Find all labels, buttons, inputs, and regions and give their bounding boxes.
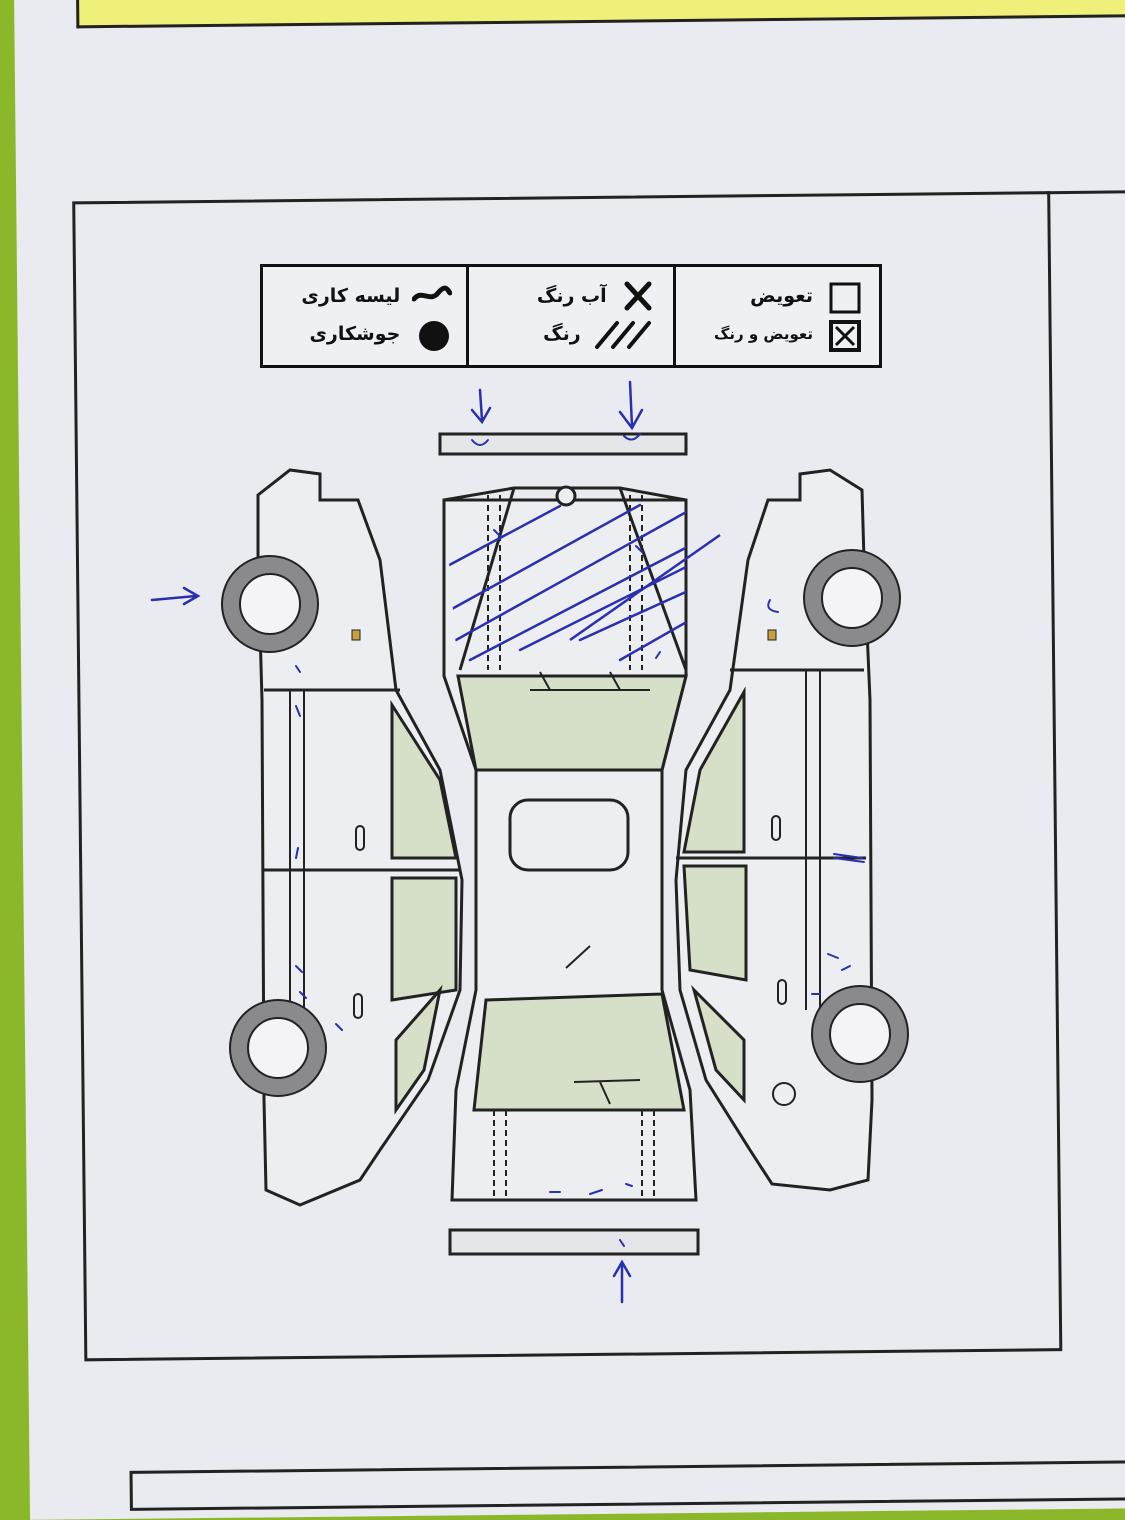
- legend-label: جوشکاری: [309, 323, 401, 345]
- right-rear-window: [682, 864, 748, 982]
- damage-legend: لیسه کاری جوشکاری آب رنگ رنگ تعو: [260, 264, 882, 368]
- left-quarter-window: [394, 984, 443, 1115]
- legend-label: لیسه کاری: [301, 285, 401, 307]
- x-mark-icon: [619, 281, 659, 311]
- right-rear-wheel: [811, 985, 909, 1083]
- legend-item-replace: تعویض: [750, 281, 865, 314]
- rear-bumper: [448, 1228, 700, 1256]
- legend-col-paint: آب رنگ رنگ: [466, 267, 672, 365]
- front-left-arrow: [470, 388, 492, 425]
- hatch-lines-icon: [593, 319, 659, 349]
- legend-item-replace-paint: تعویض و رنگ: [713, 319, 865, 352]
- legend-label: تعویض و رنگ: [713, 325, 813, 343]
- left-rear-wheel: [229, 999, 327, 1097]
- filled-circle-icon: [412, 319, 452, 351]
- legend-label: رنگ: [543, 323, 581, 345]
- legend-item-paint: رنگ: [543, 319, 659, 349]
- windshield: [456, 674, 688, 772]
- legend-label: آب رنگ: [536, 285, 607, 307]
- rear-arrow: [612, 1259, 632, 1304]
- legend-col-bodywork: لیسه کاری جوشکاری: [263, 267, 466, 365]
- crossed-square-icon: [825, 319, 865, 352]
- legend-item-smoothing: لیسه کاری: [301, 281, 453, 311]
- paint-hatching-stroke: [569, 533, 721, 642]
- left-rear-window: [390, 876, 458, 1002]
- left-side-arrow: [150, 586, 201, 606]
- sunroof: [508, 798, 630, 872]
- hood-emblem: [555, 485, 577, 507]
- ink-arrows: [150, 380, 644, 1304]
- left-front-window: [390, 699, 458, 860]
- paint-hatching-hood: [444, 503, 686, 662]
- right-front-wheel: [803, 549, 901, 647]
- empty-square-icon: [825, 281, 865, 314]
- front-right-arrow: [618, 380, 644, 431]
- right-quarter-window: [691, 984, 746, 1104]
- legend-item-touchup-paint: آب رنگ: [537, 281, 659, 311]
- legend-label: تعویض: [750, 285, 813, 307]
- legend-item-welding: جوشکاری: [309, 319, 453, 351]
- car-top-view: [442, 485, 698, 1202]
- right-front-window: [682, 686, 746, 854]
- front-bumper: [438, 432, 688, 456]
- rear-window: [472, 992, 686, 1112]
- wave-stroke-icon: [412, 281, 453, 311]
- left-front-wheel: [221, 555, 319, 653]
- legend-col-replace: تعویض تعویض و رنگ: [672, 267, 879, 365]
- ink-marks: [295, 433, 865, 1247]
